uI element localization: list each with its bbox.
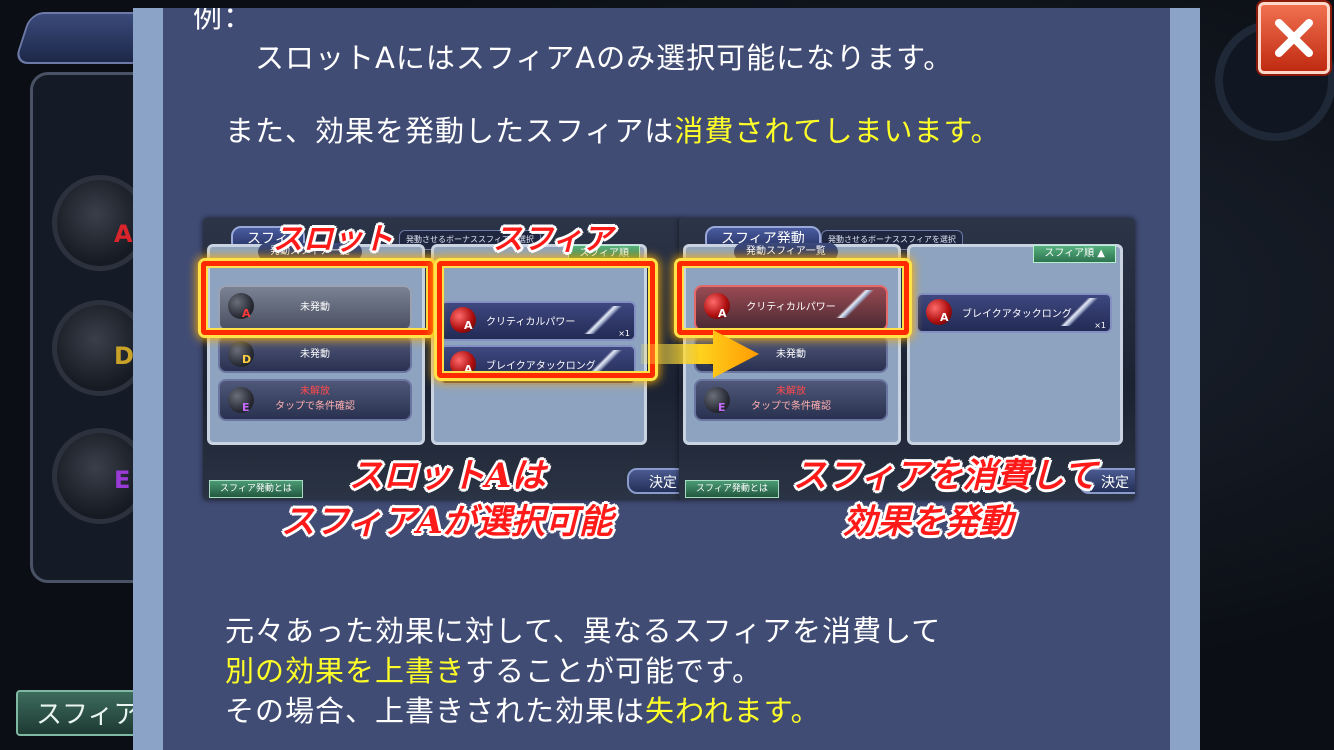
callout-slot: スロット: [273, 222, 393, 257]
text-line-2-pre: また、効果を発動したスフィアは: [225, 114, 675, 148]
slot-e: E 未解放タップで条件確認: [694, 379, 888, 421]
slot-orb-icon: [228, 341, 254, 367]
slot-letter: E: [718, 401, 726, 414]
help-modal: 例： スロットAにはスフィアAのみ選択可能になります。 また、効果を発動したスフ…: [133, 8, 1200, 750]
text-line-4: 別の効果を上書きすることが可能です。: [225, 648, 762, 690]
sphere-letter: A: [464, 363, 473, 376]
sphere-help-link: スフィア発動とは: [209, 480, 303, 498]
sphere-count: ×1: [1094, 321, 1106, 330]
sphere-count: ×1: [618, 329, 630, 338]
callout-right-caption-1: スフィアを消費して: [793, 456, 1098, 496]
sphere-label: ブレイクアタックロング: [962, 309, 1072, 320]
sphere-letter: A: [940, 311, 949, 324]
slot-letter: E: [242, 401, 250, 414]
sub-header: 発動スフィア一覧: [258, 243, 362, 261]
slot-label-sub: タップで条件確認: [751, 401, 831, 412]
sphere-row: A クリティカルパワー ×1: [440, 301, 636, 341]
sort-tag: スフィア順 ▲: [1033, 245, 1116, 263]
sphere-list: スフィア順 ▲ A ブレイクアタックロング ×1: [907, 244, 1123, 445]
sphere-label: ブレイクアタックロング: [486, 361, 596, 372]
callout-left-caption-2: スフィアAが選択可能: [281, 502, 613, 542]
background-slot-letter-d: D: [114, 342, 134, 370]
help-modal-content[interactable]: 例： スロットAにはスフィアAのみ選択可能になります。 また、効果を発動したスフ…: [163, 8, 1170, 750]
slot-label: 未発動: [776, 349, 806, 360]
text-line-5-highlight: 失われます。: [645, 694, 821, 728]
slot-e: E 未解放タップで条件確認: [218, 379, 412, 421]
slot-label-main: 未解放: [776, 386, 806, 397]
slot-list: 発動スフィア一覧 A 未発動 D 未発動 E 未解放タップで条件確認: [207, 243, 425, 445]
slot-label: 未発動: [300, 302, 330, 313]
slot-orb-icon: [228, 387, 254, 413]
text-line-3: 元々あった効果に対して、異なるスフィアを消費して: [225, 614, 942, 648]
slot-label: 未解放タップで条件確認: [696, 384, 886, 414]
sword-icon: [834, 290, 880, 318]
sword-icon: [1058, 298, 1104, 326]
text-line-4-highlight: 別の効果を上書き: [225, 654, 466, 688]
text-line-5: その場合、上書きされた効果は失われます。: [225, 688, 821, 730]
background-slot-letter-e: E: [114, 466, 131, 494]
slot-label-sub: タップで条件確認: [275, 401, 355, 412]
sphere-row: A ブレイクアタックロング ×1: [916, 293, 1112, 333]
text-line-2: また、効果を発動したスフィアは消費されてしまいます。: [225, 108, 1001, 150]
slot-label-main: 未解放: [300, 386, 330, 397]
sphere-orb-icon: [926, 299, 952, 325]
text-line-5-pre: その場合、上書きされた効果は: [225, 694, 646, 728]
arrow-right-icon: [641, 330, 759, 378]
callout-left-caption-1: スロットAは: [349, 456, 546, 496]
slot-letter: A: [242, 307, 251, 320]
slot-letter: A: [718, 307, 727, 320]
sub-header: 発動スフィア一覧: [734, 243, 838, 261]
slot-letter: D: [242, 353, 252, 366]
text-line-2-highlight: 消費されてしまいます。: [674, 114, 1001, 148]
slot-orb-icon: [704, 387, 730, 413]
callout-sphere: スフィア: [493, 222, 613, 257]
text-line-1: スロットAにはスフィアAのみ選択可能になります。: [255, 41, 954, 75]
cut-off-line: 例：: [193, 8, 254, 34]
close-button[interactable]: [1258, 2, 1330, 74]
sphere-label: クリティカルパワー: [486, 317, 576, 328]
slot-d: D 未発動: [218, 335, 412, 373]
decide-button: 決定: [1079, 468, 1135, 494]
decide-button: 決定: [627, 468, 683, 494]
slot-label: クリティカルパワー: [746, 302, 836, 313]
background-slot-a: [52, 175, 148, 271]
sword-icon: [582, 306, 628, 334]
highlight-filled-slot-box: [677, 261, 909, 335]
close-x-icon: [1275, 19, 1313, 57]
text-line-4-post: することが可能です。: [465, 654, 763, 688]
sphere-orb-icon: [450, 307, 476, 333]
background-slot-letter-a: A: [114, 220, 133, 248]
sphere-help-link: スフィア発動とは: [685, 480, 779, 498]
sphere-letter: A: [464, 319, 473, 332]
slot-orb-icon: [704, 293, 730, 319]
highlight-slot-box: [201, 261, 433, 335]
callout-right-caption-2: 効果を発動: [843, 502, 1013, 542]
slot-label: 未解放タップで条件確認: [220, 384, 410, 414]
background-slot-d: [52, 300, 148, 396]
slot-label: 未発動: [300, 349, 330, 360]
sphere-orb-icon: [450, 351, 476, 377]
slot-a-filled: A クリティカルパワー: [694, 285, 888, 331]
highlight-sphere-box: [437, 261, 655, 378]
slot-orb-icon: [228, 293, 254, 319]
